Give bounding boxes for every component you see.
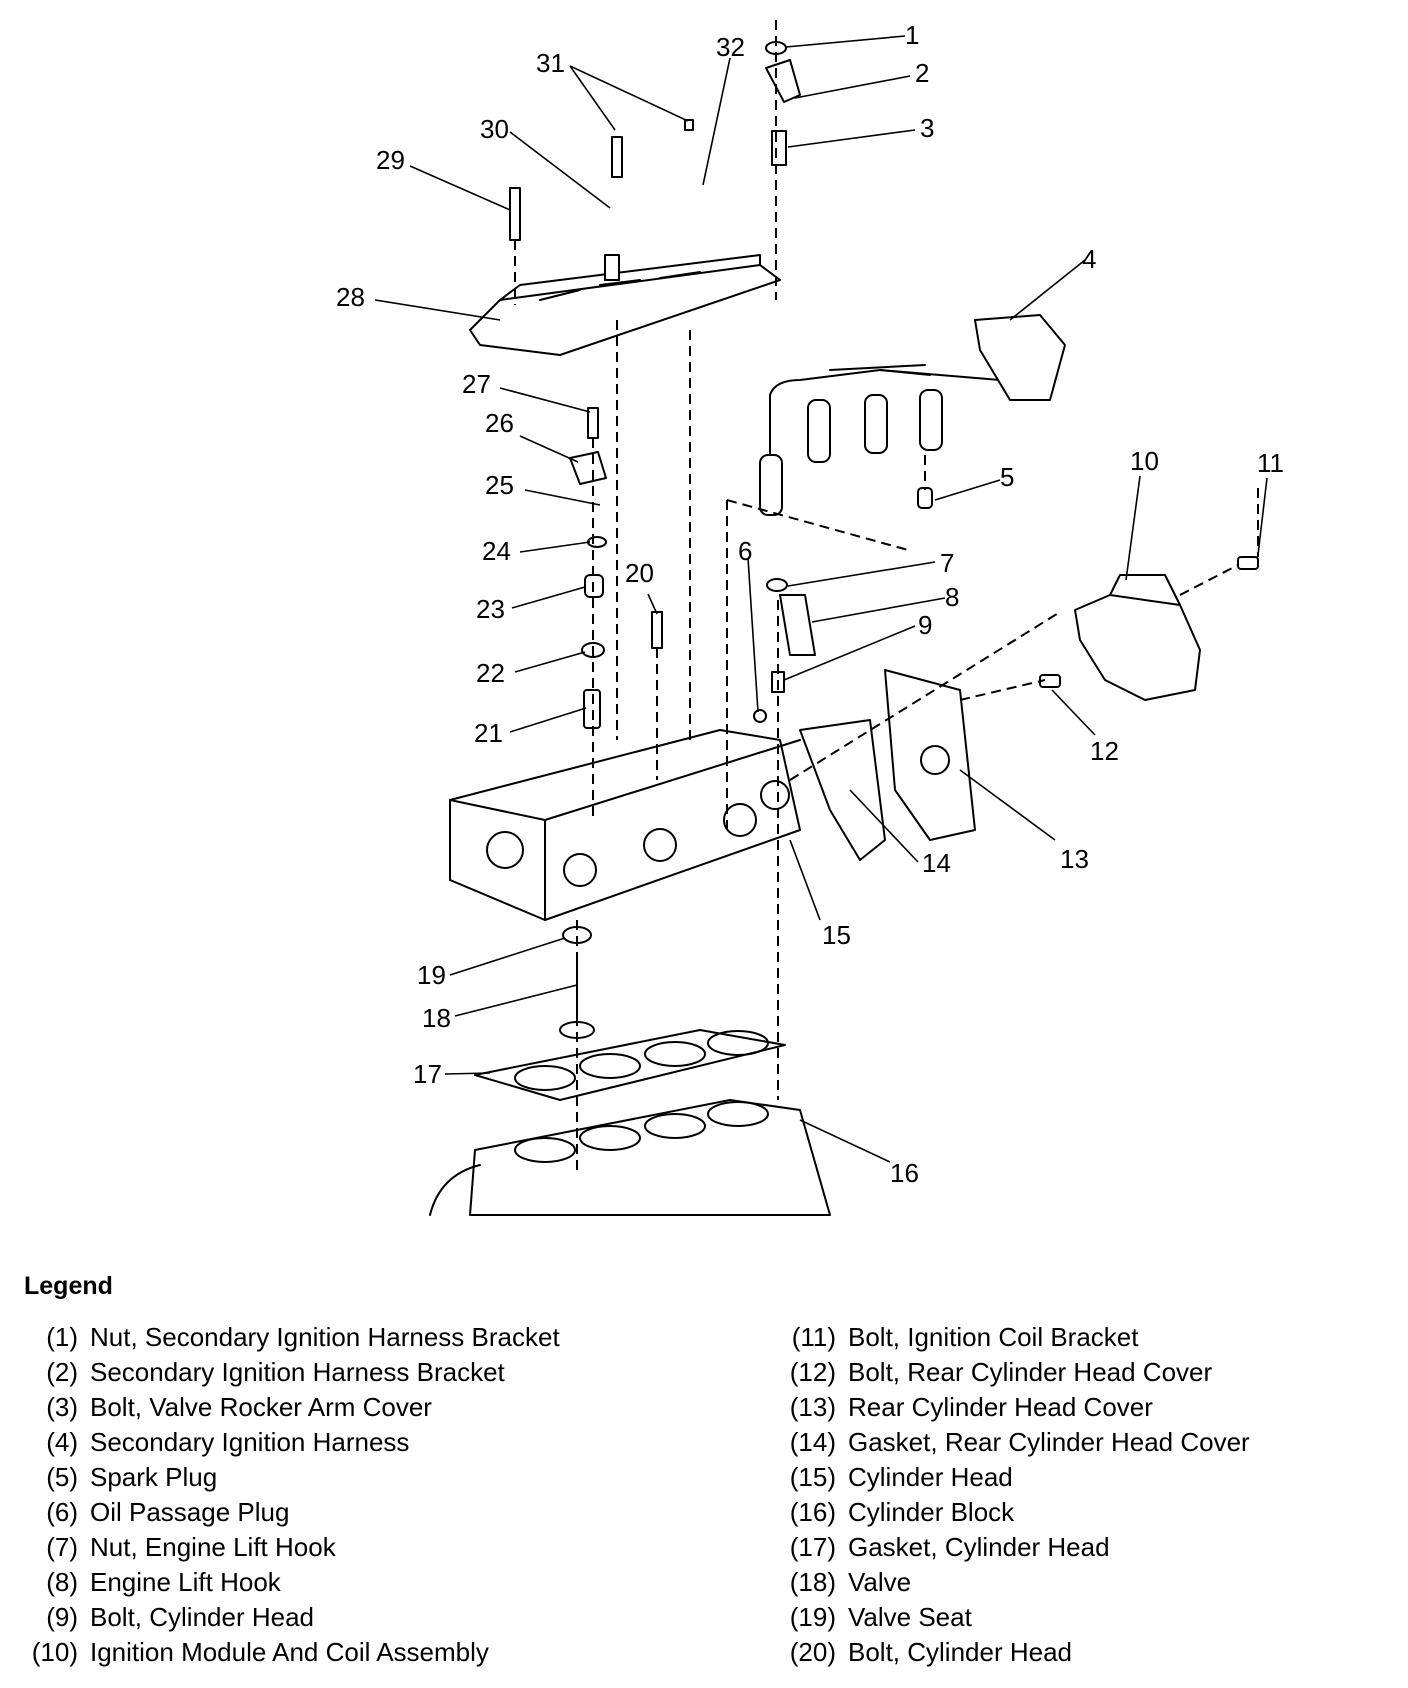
legend-item-number: (7) — [46, 1532, 78, 1562]
callout-21: 21 — [474, 718, 503, 748]
callout-14: 14 — [922, 848, 951, 878]
legend-title: Legend — [24, 1272, 113, 1300]
fasteners — [509, 41, 1259, 729]
legend-item-label: Bolt, Ignition Coil Bracket — [848, 1322, 1139, 1352]
rear-cylinder-head-cover-gasket — [799, 719, 886, 861]
callout-1: 1 — [905, 20, 919, 50]
legend-item-number: (14) — [789, 1427, 836, 1457]
callout-25: 25 — [485, 470, 514, 500]
callout-17: 17 — [413, 1059, 442, 1089]
legend-item-label: Secondary Ignition Harness — [90, 1427, 410, 1457]
secondary-ignition-harness — [759, 314, 1066, 516]
legend-item-label: Bolt, Cylinder Head — [90, 1602, 314, 1632]
legend-item-label: Bolt, Cylinder Head — [848, 1637, 1072, 1667]
callout-18: 18 — [422, 1003, 451, 1033]
legend-item-label: Cylinder Head — [848, 1462, 1013, 1492]
rear-cylinder-head-cover — [884, 669, 976, 841]
callout-7: 7 — [940, 548, 954, 578]
legend-item-label: Spark Plug — [90, 1462, 218, 1492]
callout-2: 2 — [915, 58, 929, 88]
legend-item-label: Ignition Module And Coil Assembly — [90, 1637, 489, 1667]
callout-20: 20 — [625, 558, 654, 588]
callout-29: 29 — [376, 145, 405, 175]
callout-32: 32 — [716, 32, 745, 62]
legend-item-label: Engine Lift Hook — [90, 1567, 281, 1597]
legend-item-number: (17) — [789, 1532, 836, 1562]
callout-4: 4 — [1082, 244, 1096, 274]
legend-item-number: (5) — [46, 1462, 78, 1492]
callout-5: 5 — [1000, 462, 1014, 492]
legend-item-number: (6) — [46, 1497, 78, 1527]
callout-31: 31 — [536, 48, 565, 78]
legend-item-number: (10) — [31, 1637, 78, 1667]
legend-item-number: (1) — [46, 1322, 78, 1352]
cylinder-head — [449, 729, 801, 921]
legend-item-label: Rear Cylinder Head Cover — [848, 1392, 1153, 1422]
callout-30: 30 — [480, 114, 509, 144]
callout-27: 27 — [462, 369, 491, 399]
callout-19: 19 — [417, 960, 446, 990]
legend-item-label: Cylinder Block — [848, 1497, 1015, 1527]
legend-item-number: (16) — [789, 1497, 836, 1527]
legend-item-label: Oil Passage Plug — [90, 1497, 290, 1527]
cylinder-block — [429, 1099, 831, 1216]
legend-item-label: Nut, Engine Lift Hook — [90, 1532, 336, 1562]
ignition-module-and-coil-assembly — [1074, 574, 1201, 701]
legend-item-number: (8) — [46, 1567, 78, 1597]
legend-item-number: (3) — [46, 1392, 78, 1422]
legend-item-label: Gasket, Rear Cylinder Head Cover — [848, 1427, 1250, 1457]
legend-item-number: (13) — [789, 1392, 836, 1422]
legend-item-label: Nut, Secondary Ignition Harness Bracket — [90, 1322, 560, 1352]
callout-22: 22 — [476, 658, 505, 688]
legend-item-number: (4) — [46, 1427, 78, 1457]
callout-15: 15 — [822, 920, 851, 950]
callout-9: 9 — [918, 610, 932, 640]
callout-8: 8 — [945, 582, 959, 612]
legend-item-number: (20) — [789, 1637, 836, 1667]
legend-item-number: (15) — [789, 1462, 836, 1492]
callout-10: 10 — [1130, 446, 1159, 476]
exploded-view-diagram: 1 2 3 4 5 6 7 8 9 10 11 12 13 14 15 16 1… — [336, 20, 1284, 1216]
callout-6: 6 — [738, 536, 752, 566]
legend-item-number: (11) — [791, 1322, 836, 1352]
legend-item-label: Gasket, Cylinder Head — [848, 1532, 1110, 1562]
callout-23: 23 — [476, 594, 505, 624]
callout-16: 16 — [890, 1158, 919, 1188]
callout-24: 24 — [482, 536, 511, 566]
legend-item-number: (18) — [789, 1567, 836, 1597]
callout-26: 26 — [485, 408, 514, 438]
legend-item-label: Valve — [848, 1567, 912, 1597]
legend-item-number: (12) — [789, 1357, 836, 1387]
legend-item-label: Valve Seat — [848, 1602, 972, 1632]
callout-3: 3 — [920, 113, 934, 143]
callout-13: 13 — [1060, 844, 1089, 874]
callout-labels: 1 2 3 4 5 6 7 8 9 10 11 12 13 14 15 16 1… — [336, 20, 1284, 1188]
callout-12: 12 — [1090, 736, 1119, 766]
assembly-centerlines — [514, 20, 1259, 1170]
legend-item-number: (2) — [46, 1357, 78, 1387]
legend-item-label: Bolt, Valve Rocker Arm Cover — [90, 1392, 432, 1422]
legend-item-number: (9) — [46, 1602, 78, 1632]
callout-leaders — [374, 35, 1268, 1163]
callout-28: 28 — [336, 282, 365, 312]
legend-item-label: Bolt, Rear Cylinder Head Cover — [848, 1357, 1213, 1387]
valve-rocker-arm-cover — [469, 254, 781, 356]
legend-item-label: Secondary Ignition Harness Bracket — [90, 1357, 505, 1387]
legend-item-number: (19) — [789, 1602, 836, 1632]
callout-11: 11 — [1257, 448, 1284, 478]
cylinder-head-gasket — [474, 1029, 786, 1101]
